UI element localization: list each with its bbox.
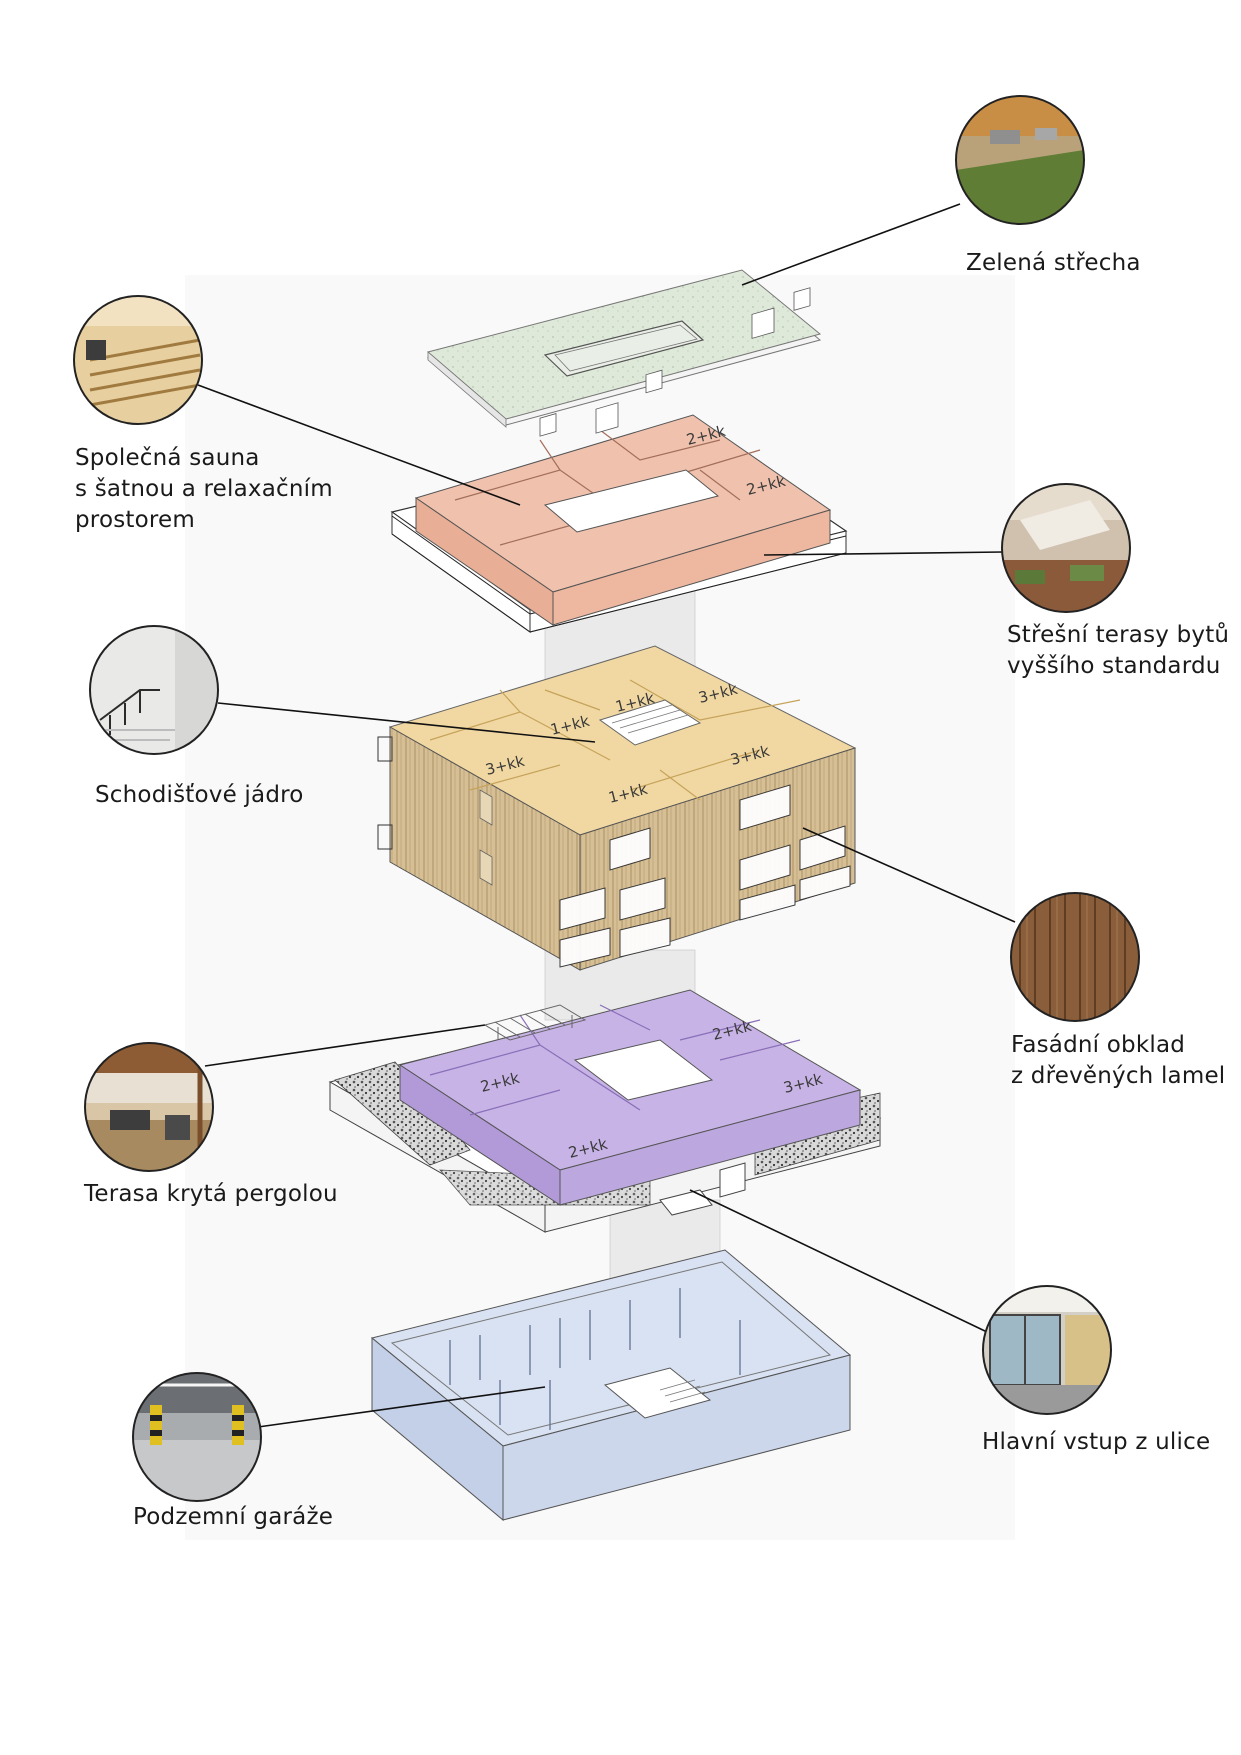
leader-pergola <box>204 1024 486 1067</box>
leader-entrance <box>689 1189 988 1333</box>
sauna-photo-icon <box>73 295 203 425</box>
staircase-photo-icon <box>89 625 219 755</box>
label-entrance: Hlavní vstup z ulice <box>982 1429 1211 1455</box>
typical-floor-level <box>377 645 857 971</box>
green-roof-photo-icon <box>955 95 1085 225</box>
label-sauna: Společná sauna s šatnou a relaxačním pro… <box>75 445 333 533</box>
wood-slats-photo-icon <box>1010 892 1140 1022</box>
leader-stair-core <box>217 702 596 743</box>
leader-roof-terraces <box>763 551 1004 556</box>
roof-terrace-photo-icon <box>1001 483 1131 613</box>
label-green-roof: Zelená střecha <box>966 250 1141 276</box>
top-floor-level <box>390 287 848 633</box>
garage-photo-icon <box>132 1372 262 1502</box>
leader-lines <box>197 203 1016 1428</box>
label-stair-core: Schodišťové jádro <box>95 782 304 808</box>
label-pergola: Terasa krytá pergolou <box>84 1181 338 1207</box>
garage-level <box>370 1249 852 1522</box>
label-facade: Fasádní obklad z dřevěných lamel <box>1011 1032 1226 1089</box>
label-roof-terraces: Střešní terasy bytů vyššího standardu <box>1007 622 1230 679</box>
leader-garage <box>257 1386 546 1428</box>
leader-sauna <box>197 384 521 506</box>
leader-facade <box>802 827 1016 923</box>
pergola-photo-icon <box>84 1042 214 1172</box>
entrance-photo-icon <box>982 1285 1112 1415</box>
label-garage: Podzemní garáže <box>133 1504 334 1530</box>
green-roof-slab <box>426 269 822 428</box>
leader-green-roof <box>741 203 961 286</box>
ground-floor-level <box>328 989 882 1233</box>
